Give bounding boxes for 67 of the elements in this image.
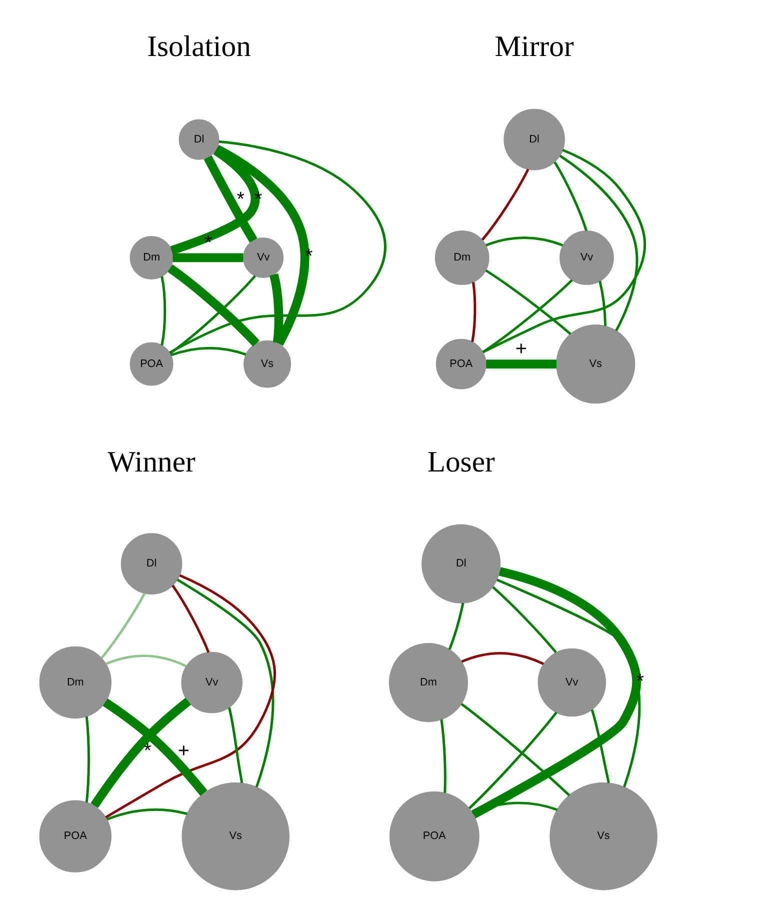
connector xyxy=(90,698,191,808)
connector xyxy=(168,264,260,347)
node-circle: POA xyxy=(436,338,486,390)
connector xyxy=(482,279,573,354)
node-circle: Dm xyxy=(388,642,468,722)
connector xyxy=(160,276,166,346)
connector xyxy=(492,586,557,654)
node-circle: Vv xyxy=(560,230,614,285)
connector xyxy=(559,154,638,332)
label: Winner xyxy=(108,446,196,478)
node-circle: POA xyxy=(389,791,480,882)
edge-label: * xyxy=(144,740,152,762)
connector xyxy=(169,275,256,354)
label: Loser xyxy=(427,446,495,478)
connector xyxy=(440,719,446,793)
connector xyxy=(170,346,246,356)
edge-label: * xyxy=(236,188,244,210)
node-circle: Dl xyxy=(178,119,220,160)
connector xyxy=(85,716,90,803)
connector xyxy=(102,698,208,796)
node-circle: POA xyxy=(39,800,112,872)
node-circle: Dl xyxy=(120,533,182,594)
connector xyxy=(468,712,558,810)
connector xyxy=(590,709,610,784)
connector xyxy=(460,703,570,796)
label: Isolation xyxy=(147,30,251,63)
connector xyxy=(270,274,284,344)
connector xyxy=(106,808,188,821)
node-circle: Vs xyxy=(182,782,290,890)
connector xyxy=(106,654,187,668)
connector xyxy=(471,282,476,342)
connector xyxy=(169,140,386,354)
connector xyxy=(105,574,276,818)
connector xyxy=(496,578,641,788)
node-circle: Dm xyxy=(39,646,112,719)
node-circle: Dl xyxy=(504,108,565,170)
node-circle: Vs xyxy=(244,340,291,388)
connector xyxy=(486,236,564,246)
connector xyxy=(172,253,244,262)
connector xyxy=(176,578,274,788)
connector xyxy=(482,148,646,354)
connector xyxy=(471,567,642,818)
node-circle: Vv xyxy=(181,652,243,714)
connector xyxy=(448,602,464,650)
connector xyxy=(228,707,244,784)
connector xyxy=(554,161,588,232)
label: Mirror xyxy=(494,30,574,63)
node-circle: Vs xyxy=(550,782,658,890)
connector xyxy=(472,802,558,814)
node-circle: Vv xyxy=(243,237,284,278)
connector xyxy=(485,269,572,335)
node-circle: Vs xyxy=(556,324,636,404)
node-circle: Dm xyxy=(130,236,174,280)
edge-label: + xyxy=(178,740,190,762)
node-circle: POA xyxy=(130,342,174,386)
connector xyxy=(214,144,310,346)
node-circle: Dm xyxy=(434,230,490,285)
node-circle: Dl xyxy=(422,524,501,604)
connector xyxy=(481,168,530,241)
connector xyxy=(100,592,146,659)
connector xyxy=(486,360,556,368)
connector xyxy=(461,652,544,666)
connector xyxy=(598,280,607,326)
node-circle: Vv xyxy=(538,648,606,717)
edge-label: + xyxy=(515,338,527,360)
connector xyxy=(204,155,258,243)
connector xyxy=(172,584,210,653)
